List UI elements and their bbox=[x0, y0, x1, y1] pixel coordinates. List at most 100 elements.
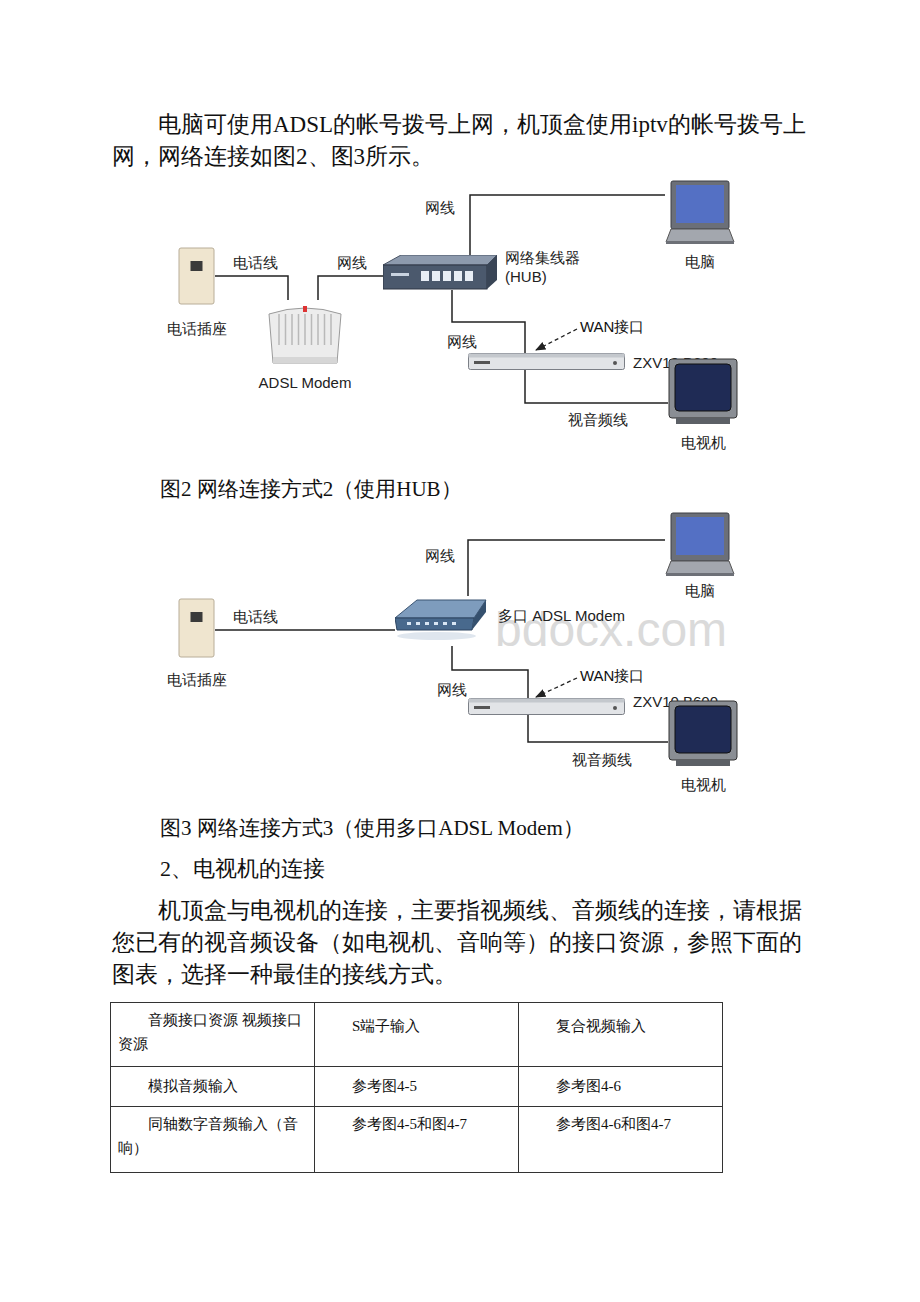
socket-plate bbox=[179, 599, 214, 657]
socket-drawing bbox=[178, 598, 215, 658]
modem-shadow bbox=[397, 632, 476, 640]
stb-drawing bbox=[468, 698, 625, 715]
hub-port bbox=[421, 271, 429, 281]
device-label: 电话插座 bbox=[167, 670, 227, 689]
modem-side bbox=[472, 600, 486, 630]
cable-line bbox=[470, 195, 665, 255]
figure-caption: 图3 网络连接方式3（使用多口ADSL Modem） bbox=[160, 812, 584, 844]
laptop-base bbox=[666, 561, 734, 574]
stb-button bbox=[613, 361, 617, 365]
device-label: 电脑 bbox=[685, 252, 715, 271]
cable-line bbox=[525, 370, 668, 403]
stb-top bbox=[469, 354, 625, 358]
cable-label: 网线 bbox=[423, 547, 457, 565]
modem-led bbox=[425, 622, 429, 625]
table-cell: 参考图4-5和图4-7 bbox=[322, 1112, 512, 1136]
modem-led bbox=[434, 622, 438, 625]
laptop-edge bbox=[666, 573, 734, 576]
table-cell: 模拟音频输入 bbox=[118, 1074, 308, 1098]
laptop-frame bbox=[671, 181, 729, 229]
modem-base bbox=[273, 357, 337, 363]
body-paragraph: 电脑可使用ADSL的帐号拨号上网，机顶盒使用iptv的帐号拨号上网，网络连接如图… bbox=[112, 109, 807, 173]
socket-icon bbox=[179, 599, 214, 657]
socket-icon bbox=[179, 248, 214, 304]
stb-node: ZXV10 B600 bbox=[468, 698, 625, 715]
tv-drawing bbox=[668, 358, 738, 425]
stb-display bbox=[474, 706, 490, 709]
device-label: 电视机 bbox=[681, 433, 726, 452]
laptop-icon bbox=[666, 513, 734, 576]
cable-label: 视音频线 bbox=[570, 751, 634, 769]
modem-led bbox=[303, 306, 307, 312]
laptop-frame bbox=[671, 513, 729, 561]
hub-node: 网络集线器 (HUB) bbox=[383, 255, 497, 290]
socket-plate bbox=[179, 248, 214, 304]
tv-stand bbox=[676, 418, 730, 424]
device-label: 电脑 bbox=[685, 581, 715, 600]
tv-node: 电视机 bbox=[668, 358, 738, 425]
laptop-screen bbox=[676, 517, 724, 555]
modem-node: ADSL Modem bbox=[265, 300, 345, 365]
hub-top bbox=[383, 255, 497, 265]
laptop-base bbox=[666, 229, 734, 242]
socket-jack bbox=[191, 612, 203, 622]
modem-led bbox=[452, 622, 456, 625]
table-cell: 复合视频输入 bbox=[526, 1014, 716, 1038]
hub-port bbox=[443, 271, 451, 281]
stb-node: ZXV10 B600 bbox=[468, 353, 625, 370]
socket-drawing bbox=[178, 247, 215, 305]
cable-line bbox=[318, 276, 383, 300]
tv-case bbox=[669, 359, 737, 418]
hub-drawing bbox=[383, 255, 497, 290]
hub-icon bbox=[383, 255, 497, 289]
hub-side bbox=[487, 255, 497, 289]
callout-label: WAN接口 bbox=[580, 667, 644, 685]
modem-fin bbox=[298, 314, 300, 345]
modem-front bbox=[395, 618, 474, 630]
modem-fin bbox=[291, 314, 293, 345]
table-cell: 参考图4-6和图4-7 bbox=[526, 1112, 716, 1136]
cable-label: 电话线 bbox=[231, 254, 280, 272]
body-paragraph: 机顶盒与电视机的连接，主要指视频线、音频线的连接，请根据您已有的视音频设备（如电… bbox=[112, 895, 807, 991]
stb-icon bbox=[469, 354, 625, 370]
laptop-screen bbox=[676, 185, 724, 223]
modem-body bbox=[269, 308, 341, 363]
modem-drawing bbox=[265, 300, 345, 365]
hub-port bbox=[432, 271, 440, 281]
table-cell: 同轴数字音频输入（音响） bbox=[118, 1112, 308, 1160]
modem-fin bbox=[278, 314, 280, 345]
modem2-drawing bbox=[395, 596, 490, 646]
table-cell: 参考图4-5 bbox=[322, 1074, 512, 1098]
hub-front bbox=[383, 265, 487, 289]
device-label: ADSL Modem bbox=[259, 373, 352, 392]
laptop-icon bbox=[666, 181, 734, 244]
laptop-drawing bbox=[665, 512, 735, 577]
stb-display bbox=[474, 361, 490, 364]
modem-fin bbox=[330, 314, 332, 345]
modem-fin bbox=[317, 314, 319, 345]
modem-led bbox=[407, 622, 411, 625]
table-cell: S端子输入 bbox=[322, 1014, 512, 1038]
tv-case bbox=[669, 701, 737, 760]
tv-icon bbox=[669, 701, 737, 766]
cable-label: 网线 bbox=[445, 333, 479, 351]
modem-fin bbox=[285, 314, 287, 345]
modem-fin bbox=[304, 314, 306, 345]
modem-icon bbox=[269, 306, 341, 363]
stb-button bbox=[613, 706, 617, 710]
modem-fin bbox=[324, 314, 326, 345]
stb-body bbox=[469, 354, 625, 370]
cable-label: 网线 bbox=[435, 681, 469, 699]
tv-screen bbox=[675, 364, 731, 411]
hub-port bbox=[454, 271, 462, 281]
cable-label: 网线 bbox=[335, 254, 369, 272]
modem-top bbox=[395, 600, 486, 618]
tv-screen bbox=[675, 706, 731, 753]
stb-top bbox=[469, 699, 625, 703]
laptop-edge bbox=[666, 241, 734, 244]
table-cell: 音频接口资源 视频接口资源 bbox=[118, 1008, 308, 1056]
modem-led bbox=[443, 622, 447, 625]
cable-line bbox=[215, 629, 395, 631]
table-border bbox=[111, 1003, 723, 1173]
section-heading: 2、电视机的连接 bbox=[160, 853, 325, 885]
